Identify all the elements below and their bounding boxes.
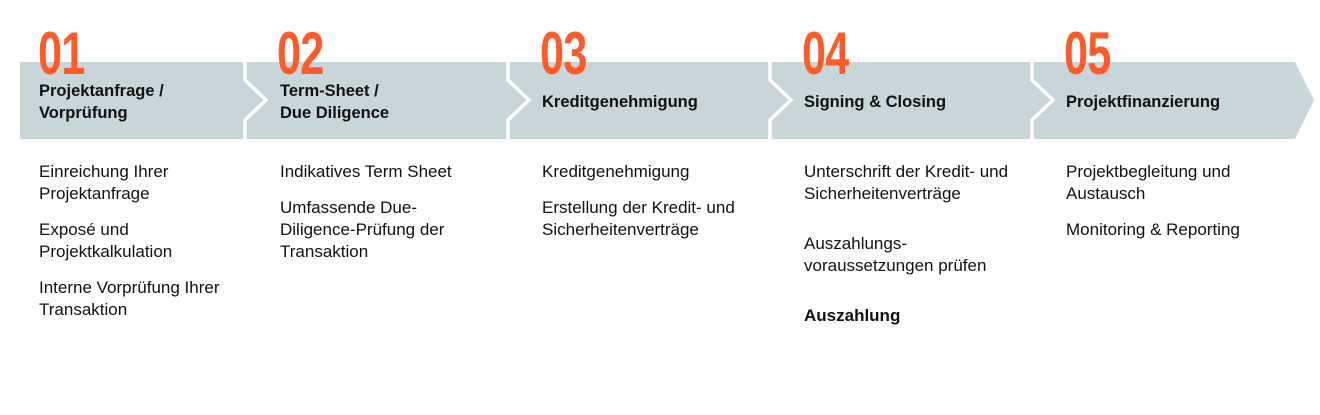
step-number: 03 bbox=[540, 20, 587, 87]
step-title: Term-Sheet / Due Diligence bbox=[280, 80, 389, 124]
step-number: 01 bbox=[38, 20, 85, 87]
step-items: Einreichung Ihrer Projektanfrage Exposé … bbox=[39, 161, 229, 335]
step-item: Erstellung der Kredit- und Sicherheitenv… bbox=[542, 198, 735, 239]
step-title: Projektanfrage / Vorprüfung bbox=[39, 80, 164, 124]
step-item: Kreditgenehmigung bbox=[542, 162, 690, 181]
step-title-line: Term-Sheet / bbox=[280, 82, 379, 100]
step-number: 02 bbox=[277, 20, 324, 87]
step-item: Unterschrift der Kredit- und Sicherheite… bbox=[804, 162, 1009, 203]
step-items: Indikatives Term Sheet Umfassende Due-Di… bbox=[280, 161, 490, 277]
step-title: Kreditgenehmigung bbox=[542, 93, 698, 111]
step-items: Projektbegleitung und Austausch Monitori… bbox=[1066, 161, 1276, 255]
step-title-line: Due Diligence bbox=[280, 104, 390, 122]
step-item: Exposé und Projektkalkulation bbox=[39, 220, 173, 261]
step-item: Auszahlungs-voraussetzungen prüfen bbox=[804, 234, 987, 275]
step-item: Monitoring & Reporting bbox=[1066, 220, 1240, 239]
step-item: Indikatives Term Sheet bbox=[280, 162, 452, 181]
step-item: Auszahlung bbox=[804, 306, 901, 325]
step-title-line: Projektanfrage / bbox=[39, 82, 164, 100]
step-item: Projektbegleitung und Austausch bbox=[1066, 162, 1231, 203]
step-number: 05 bbox=[1064, 20, 1111, 87]
step-title: Signing & Closing bbox=[804, 93, 947, 111]
step-title-line: Vorprüfung bbox=[39, 104, 128, 122]
step-number: 04 bbox=[802, 20, 849, 87]
step-title: Projektfinanzierung bbox=[1066, 93, 1221, 111]
step-item: Interne Vorprüfung Ihrer Transaktion bbox=[39, 278, 220, 319]
step-item: Einreichung Ihrer Projektanfrage bbox=[39, 162, 169, 203]
step-items: Kreditgenehmigung Erstellung der Kredit-… bbox=[542, 161, 777, 255]
step-items: Unterschrift der Kredit- und Sicherheite… bbox=[804, 161, 1039, 341]
step-item: Umfassende Due-Diligence-Prüfung der Tra… bbox=[280, 198, 445, 261]
